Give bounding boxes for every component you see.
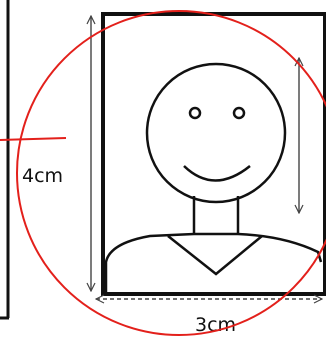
collar-v: [168, 236, 262, 274]
shoulders-outline: [106, 234, 321, 292]
overlay-tick-mark: [0, 138, 66, 140]
height-label: 4cm: [22, 165, 63, 187]
